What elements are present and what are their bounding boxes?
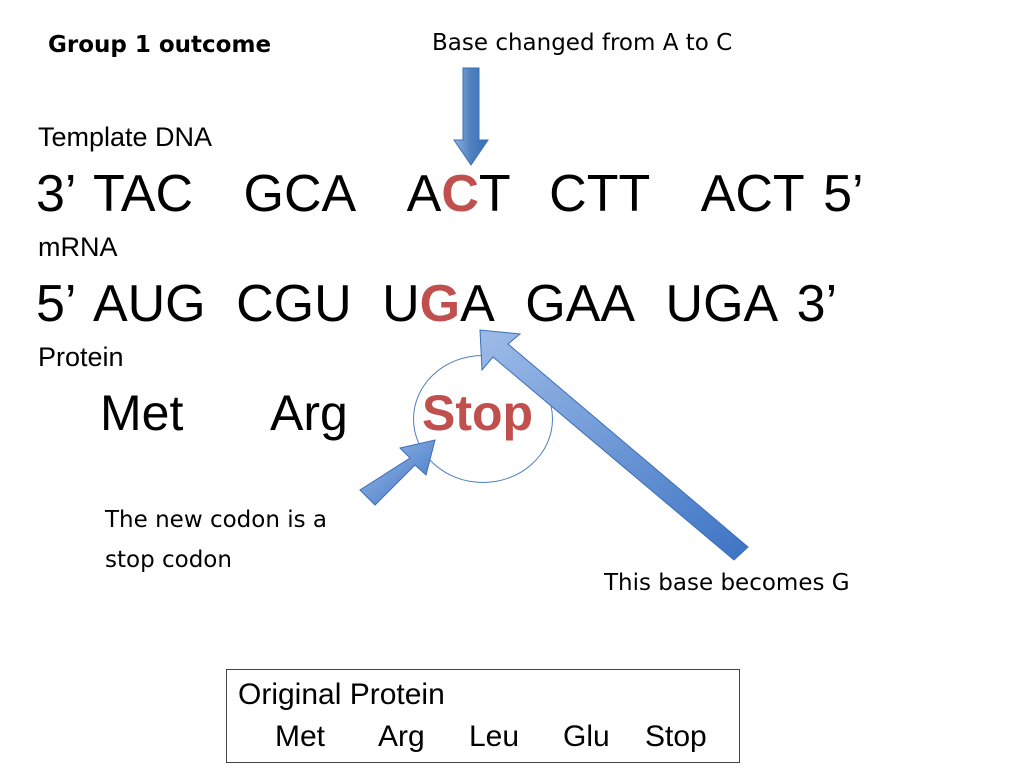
codon-tac: TAC	[92, 165, 194, 223]
original-amino-acid-arg: Arg	[378, 720, 425, 753]
codon-aug: AUG	[92, 275, 206, 333]
original-protein-title: Original Protein	[238, 678, 445, 711]
original-amino-acid-glu: Glu	[563, 720, 610, 753]
original-amino-acid-stop: Stop	[645, 720, 707, 753]
original-amino-acid-met: Met	[275, 720, 326, 753]
callout-new-codon-line1: The new codon is a	[105, 507, 327, 533]
codon-ctt: CTT	[549, 165, 651, 223]
template-dna-3prime: 3’	[36, 165, 77, 223]
amino-acid-met: Met	[100, 385, 184, 441]
codon-gca: GCA	[243, 165, 357, 223]
codon-cgu: CGU	[236, 275, 352, 333]
mrna-label: mRNA	[38, 232, 118, 262]
template-dna-sequence: 3’ TAC GCA ACT CTT ACT 5’	[36, 168, 864, 220]
original-protein-box	[226, 669, 740, 763]
codon-uga: UGA	[665, 275, 779, 333]
stop-highlight-circle	[413, 355, 553, 483]
base-u: U	[382, 275, 420, 333]
mrna-3prime: 3’	[796, 275, 838, 333]
base-t: T	[478, 165, 511, 223]
amino-acid-arg: Arg	[270, 385, 348, 441]
protein-label: Protein	[38, 342, 124, 372]
callout-base-changed: Base changed from A to C	[432, 30, 733, 56]
arrow-down-to-mutation	[453, 67, 489, 166]
base-a: A	[460, 275, 495, 333]
slide-title: Group 1 outcome	[48, 32, 272, 58]
mutated-base-c: C	[441, 165, 479, 223]
codon-gaa: GAA	[525, 275, 636, 333]
mrna-sequence: 5’ AUG CGU UGA GAA UGA 3’	[36, 278, 837, 330]
codon-act: ACT	[700, 165, 805, 223]
codon-uga-mutated: UGA	[382, 278, 495, 330]
callout-new-codon-line2: stop codon	[105, 547, 232, 573]
base-a: A	[406, 165, 442, 223]
mrna-5prime: 5’	[36, 275, 77, 333]
codon-act-mutated: ACT	[407, 168, 511, 220]
original-amino-acid-leu: Leu	[469, 720, 520, 753]
callout-base-becomes-g: This base becomes G	[604, 570, 850, 596]
template-dna-5prime: 5’	[823, 165, 864, 223]
template-dna-label: Template DNA	[38, 122, 213, 152]
mutated-base-g: G	[419, 275, 461, 333]
